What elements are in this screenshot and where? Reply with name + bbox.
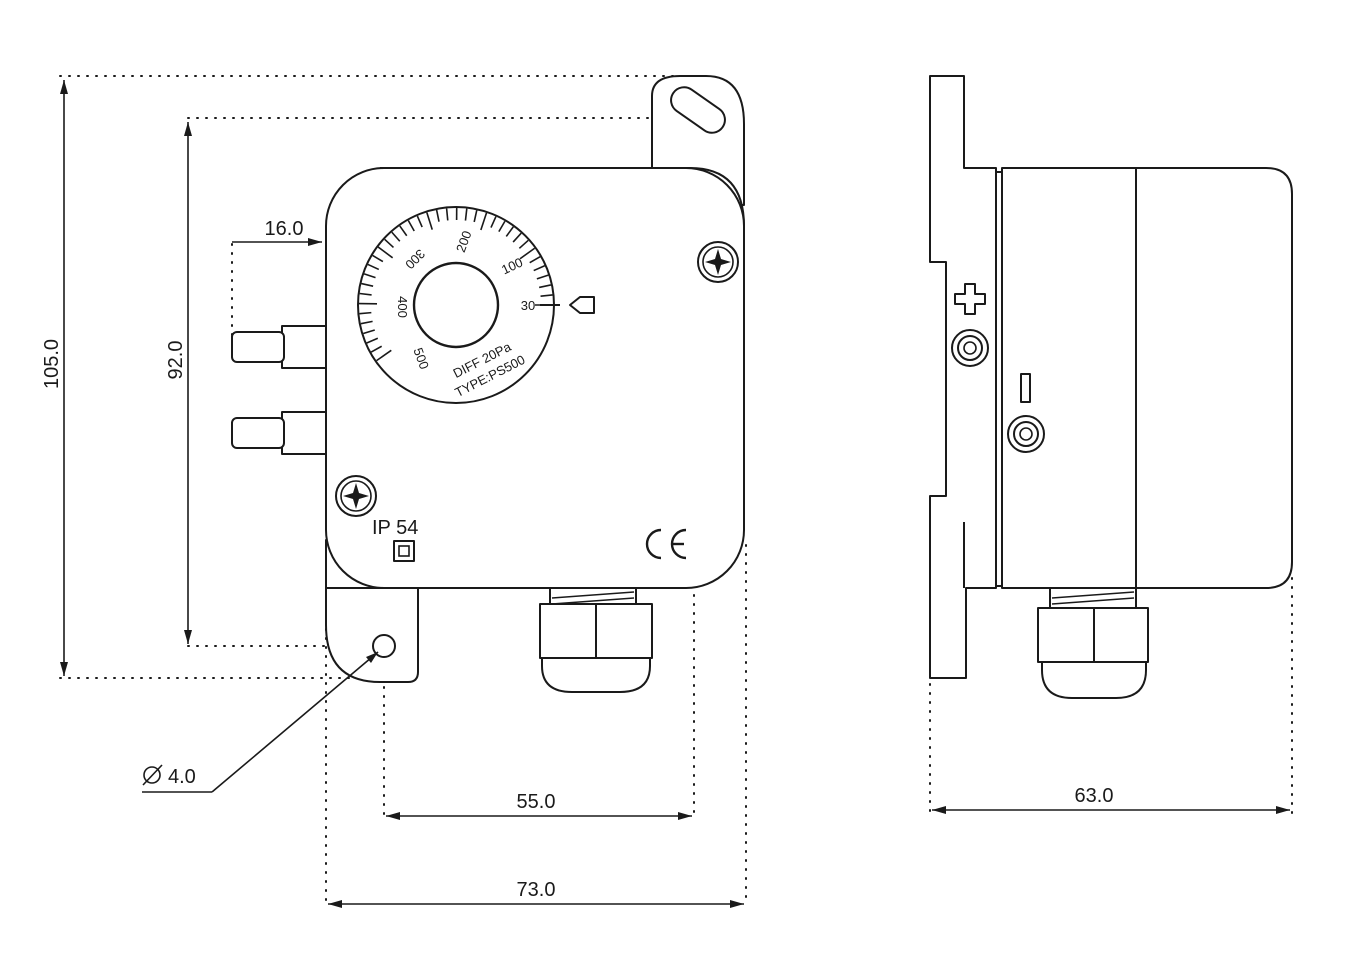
- dimension-16: 16.0: [232, 218, 322, 246]
- diameter-icon: [142, 764, 163, 786]
- dial-tick: [519, 247, 536, 260]
- cable-gland-icon: [1037, 587, 1149, 699]
- extension-lines-side: [929, 577, 1293, 815]
- side-body: [1001, 167, 1293, 589]
- pressure-port-icon: [231, 325, 327, 369]
- depth-total-label: 63.0: [1075, 785, 1114, 807]
- dial-tick: [512, 232, 522, 243]
- dial-tick: [363, 329, 375, 335]
- slot-hole: [670, 86, 726, 134]
- side-bracket: [929, 75, 997, 679]
- dial-tick: [399, 225, 408, 237]
- dimension-63: 63.0: [932, 785, 1290, 814]
- dimension-92: 92.0: [165, 122, 192, 644]
- pressure-port-icon: [231, 411, 327, 455]
- cable-gland-icon: [539, 587, 653, 693]
- dial-tick: [372, 254, 384, 263]
- dial-tick: [498, 220, 506, 232]
- dimension-55: 55.0: [386, 791, 692, 820]
- dial-label-30: 30: [521, 298, 535, 313]
- dial-ticks: [358, 207, 553, 362]
- dial-tick: [445, 208, 449, 221]
- dial-tick: [360, 320, 373, 325]
- port-offset-label: 16.0: [265, 218, 304, 240]
- dial-tick: [473, 210, 478, 223]
- plus-icon: [954, 283, 986, 315]
- double-insulation-icon: [393, 540, 415, 562]
- dial-tick: [480, 212, 488, 231]
- dial-tick: [435, 209, 440, 222]
- dimension-diameter: 4.0: [142, 651, 379, 793]
- width-total-label: 73.0: [517, 879, 556, 901]
- dial-tick: [505, 226, 515, 237]
- dial-tick: [464, 208, 468, 221]
- dial-tick: [376, 349, 392, 362]
- pressure-port-icon: [1007, 415, 1045, 453]
- hole-spacing-label: 55.0: [517, 791, 556, 813]
- dial-tick: [518, 239, 529, 249]
- screw-icon: [335, 475, 377, 517]
- dial-tick: [366, 337, 379, 344]
- dial-knob: [412, 261, 500, 349]
- front-view: 500 400 300 200 100 30 DIFF 20Pa TYPE:PS…: [41, 75, 747, 908]
- dial-tick: [540, 294, 553, 297]
- dial-label-500: 500: [410, 346, 432, 372]
- dial-tick: [359, 311, 372, 315]
- pointer-icon: [569, 296, 595, 314]
- ce-mark-icon: [645, 528, 687, 560]
- dial-label-200: 200: [453, 229, 475, 255]
- dial-tick: [363, 273, 376, 279]
- dimension-105: 105.0: [41, 80, 68, 676]
- dimension-73: 73.0: [328, 879, 744, 908]
- dial-tick: [416, 215, 423, 228]
- dial-tick: [361, 282, 374, 287]
- dial-tick: [377, 246, 394, 259]
- pressure-port-icon: [951, 329, 989, 367]
- dial-tick: [538, 284, 552, 289]
- minus-icon: [1020, 373, 1031, 403]
- dial-tick: [359, 292, 372, 296]
- mounting-hole: [372, 634, 396, 658]
- side-view: 63.0: [929, 75, 1293, 815]
- screw-icon: [697, 241, 739, 283]
- hole-diameter-label: 4.0: [168, 766, 196, 788]
- dial-tick: [490, 216, 497, 228]
- dial-tick: [367, 263, 380, 271]
- ip-rating-label: IP 54: [372, 517, 418, 539]
- dial-label-400: 400: [395, 296, 410, 318]
- dial-tick: [370, 345, 383, 353]
- dial-tick: [536, 274, 549, 280]
- dial-tick: [426, 212, 434, 230]
- dial-tick: [391, 231, 401, 242]
- height-total-label: 105.0: [41, 339, 63, 389]
- dial-tick: [533, 264, 546, 272]
- dial-tick: [407, 220, 415, 232]
- dial-tick: [384, 238, 395, 249]
- dial-tick: [529, 256, 541, 264]
- height-mount-label: 92.0: [165, 341, 187, 380]
